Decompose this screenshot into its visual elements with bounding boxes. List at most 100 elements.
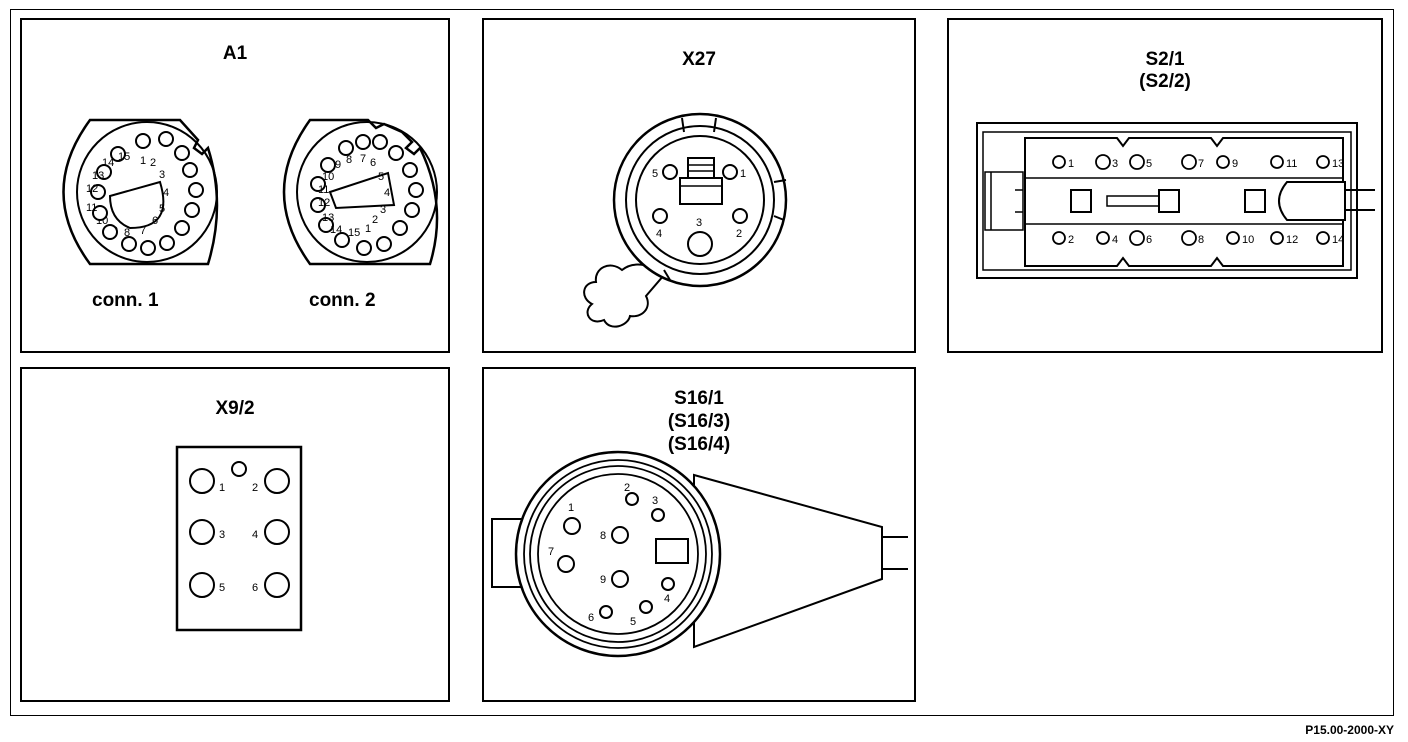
- conn1-pin-6: 6: [152, 215, 190, 236]
- svg-text:2: 2: [624, 482, 630, 494]
- conn2-pin-9: 9: [335, 140, 354, 171]
- s21-pin-14: 14: [1316, 231, 1344, 246]
- conn1-pin-14: 14: [102, 146, 126, 169]
- conn1-pin-11: 11: [86, 202, 108, 221]
- x92-pin-1: 1: [189, 468, 225, 494]
- conn1-key: [108, 180, 165, 230]
- svg-text:13: 13: [92, 170, 104, 182]
- svg-text:9: 9: [600, 574, 606, 586]
- svg-text:14: 14: [1332, 234, 1344, 246]
- x27-pin-5: 5: [652, 164, 678, 180]
- svg-text:3: 3: [159, 169, 165, 181]
- svg-text:12: 12: [86, 183, 98, 195]
- svg-text:1: 1: [140, 155, 146, 167]
- conn2-pin-13: 13: [318, 212, 334, 233]
- conn2-pin-4: 4: [384, 182, 424, 199]
- s21-slot-right: [1244, 189, 1266, 213]
- svg-text:1: 1: [568, 502, 574, 514]
- svg-text:3: 3: [1112, 158, 1118, 170]
- svg-text:5: 5: [378, 171, 384, 183]
- s161-pin-4: 4: [661, 577, 675, 605]
- svg-text:2: 2: [372, 214, 378, 226]
- panel-x92-title: X9/2: [215, 398, 255, 419]
- s161-body: [693, 473, 883, 649]
- conn2-pin-2: 2: [372, 214, 408, 236]
- svg-text:1: 1: [219, 482, 225, 494]
- x27-connector-drawing: 1 2 3 4 5: [583, 112, 788, 328]
- s21-pin-10: 10: [1226, 231, 1254, 246]
- svg-text:2: 2: [736, 228, 742, 240]
- conn2-key: [328, 171, 396, 210]
- svg-text:5: 5: [652, 168, 658, 180]
- x92-connector-drawing: 1 2 3 4 5 6: [175, 445, 303, 632]
- s21-switch-drawing: 1 3 5 7 9 11 13 2 4 6 8 10 12 14: [976, 122, 1375, 279]
- panel-s161: S16/1 (S16/3) (S16/4) 1 2 3 4 5 6 7 8 9: [482, 367, 916, 702]
- s21-slot-left: [1070, 189, 1092, 213]
- s161-pin-5: 5: [630, 600, 653, 628]
- conn2-caption: conn. 2: [309, 290, 376, 311]
- panel-s161-title-line3: (S16/4): [667, 434, 731, 455]
- conn1-pin-2: 2: [150, 145, 190, 169]
- s21-pin-5: 5: [1129, 154, 1152, 170]
- x27-key-top: [687, 157, 715, 179]
- svg-text:4: 4: [664, 593, 670, 605]
- conn1-pin-8: 8: [124, 227, 156, 256]
- svg-text:3: 3: [696, 217, 702, 229]
- svg-text:14: 14: [330, 224, 342, 236]
- s161-outer-ring: [514, 450, 722, 658]
- s21-pin-9: 9: [1216, 155, 1238, 170]
- svg-text:5: 5: [1146, 158, 1152, 170]
- panel-x27-title: X27: [682, 49, 716, 70]
- s21-pin-13: 13: [1316, 155, 1344, 170]
- panel-s161-title-line2: (S16/3): [667, 411, 731, 432]
- panel-x92: X9/2 1 2 3 4 5 6: [20, 367, 450, 702]
- s21-pin-12: 12: [1270, 231, 1298, 246]
- svg-text:4: 4: [163, 187, 169, 199]
- s161-key: [655, 538, 689, 564]
- s21-pin-8: 8: [1181, 230, 1204, 246]
- svg-text:1: 1: [365, 223, 371, 235]
- svg-text:5: 5: [630, 616, 636, 628]
- s21-slot-mid: [1158, 189, 1180, 213]
- conn2-pin-8: 8: [346, 134, 371, 166]
- svg-text:14: 14: [102, 157, 114, 169]
- svg-text:15: 15: [118, 151, 130, 163]
- diagram-frame: [10, 9, 1394, 716]
- conn2-pin-11: 11: [310, 176, 329, 196]
- conn2-pin-15: 15: [348, 227, 372, 256]
- s21-pin-4: 4: [1096, 231, 1118, 246]
- svg-text:6: 6: [588, 612, 594, 624]
- svg-text:12: 12: [1286, 234, 1298, 246]
- svg-text:10: 10: [322, 171, 334, 183]
- x27-pin-1: 1: [722, 164, 746, 180]
- s161-face: [537, 473, 699, 635]
- svg-text:2: 2: [252, 482, 258, 494]
- svg-text:1: 1: [1068, 158, 1074, 170]
- svg-text:8: 8: [600, 530, 606, 542]
- x27-pin-2: 2: [732, 208, 748, 240]
- svg-text:1: 1: [740, 168, 746, 180]
- s21-pin-2: 2: [1052, 231, 1074, 246]
- conn2-pin-1: 1: [365, 223, 392, 252]
- s21-pin-6: 6: [1129, 230, 1152, 246]
- s21-pin-7: 7: [1181, 154, 1204, 170]
- svg-text:8: 8: [346, 154, 352, 166]
- svg-text:6: 6: [1146, 234, 1152, 246]
- svg-text:2: 2: [150, 157, 156, 169]
- conn1-pin-5: 5: [159, 202, 200, 218]
- conn2-pin-6: 6: [370, 145, 404, 169]
- svg-text:8: 8: [1198, 234, 1204, 246]
- x92-pin-3: 3: [189, 519, 225, 545]
- svg-text:6: 6: [252, 582, 258, 594]
- svg-text:4: 4: [1112, 234, 1118, 246]
- svg-text:2: 2: [1068, 234, 1074, 246]
- conn1-pin-7: 7: [140, 225, 175, 251]
- svg-text:9: 9: [1232, 158, 1238, 170]
- s161-pin-3: 3: [651, 495, 665, 522]
- svg-text:8: 8: [124, 227, 130, 239]
- svg-text:3: 3: [652, 495, 658, 507]
- s21-plunger: [1278, 181, 1346, 221]
- svg-text:12: 12: [318, 197, 330, 209]
- panel-s21-title-line2: (S2/2): [1139, 71, 1191, 92]
- conn2-pin-5: 5: [378, 162, 418, 183]
